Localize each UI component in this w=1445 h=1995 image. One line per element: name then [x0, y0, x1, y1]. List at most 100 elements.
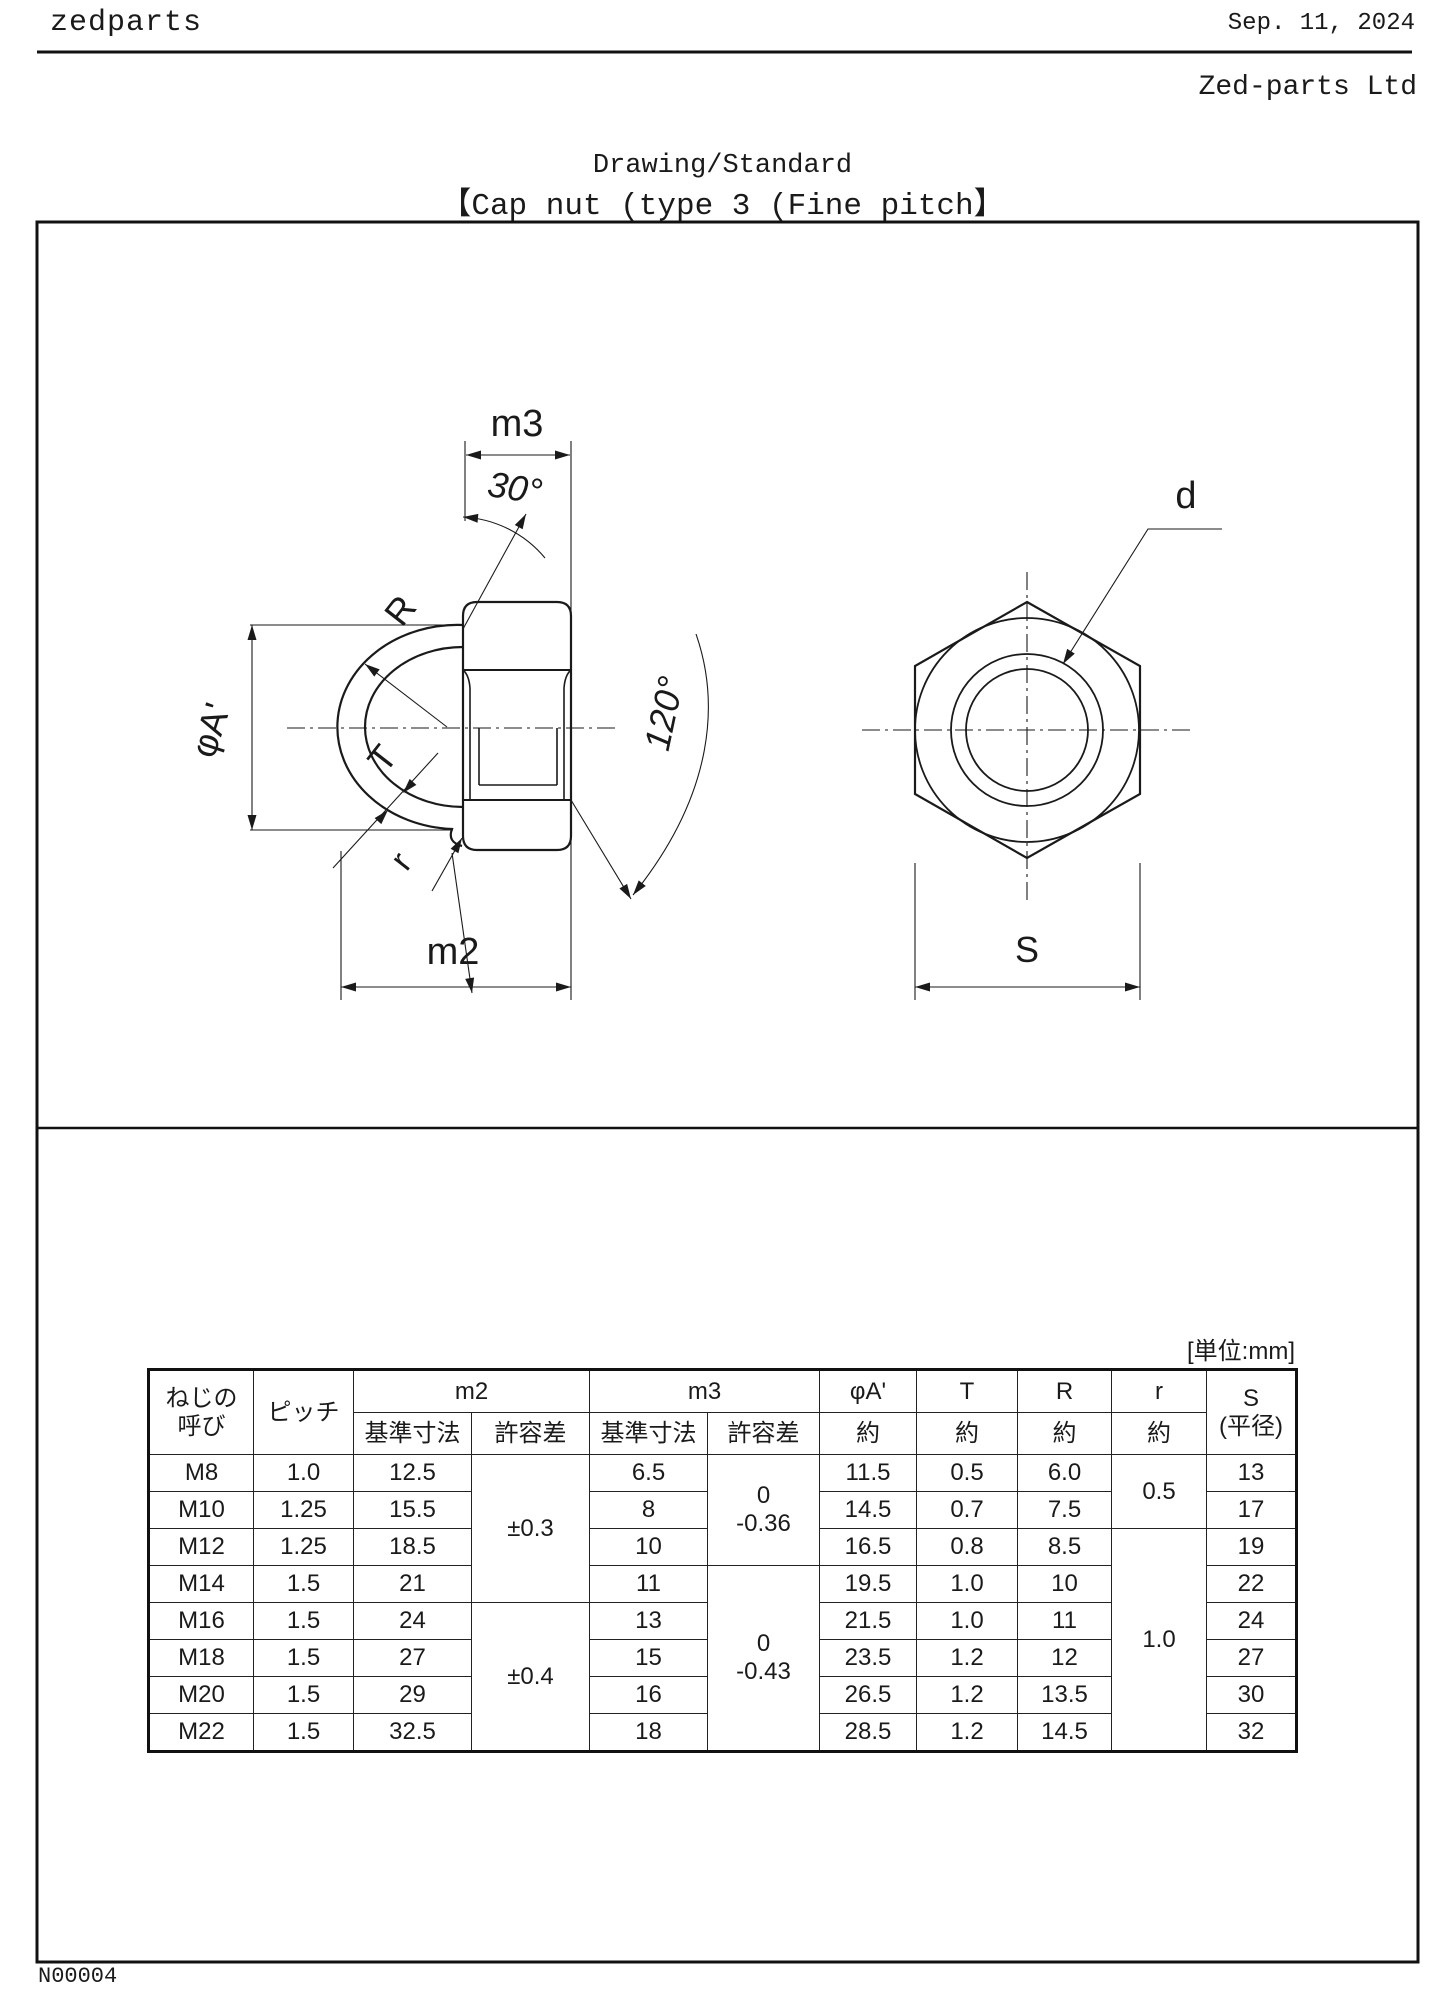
table-cell: 32.5: [353, 1713, 472, 1752]
table-cell: 11: [1017, 1602, 1112, 1640]
label-S: S: [1015, 929, 1039, 970]
table-cell: M20: [148, 1676, 254, 1714]
table-cell: 1.5: [253, 1676, 354, 1714]
table-cell: 1.0: [916, 1602, 1018, 1640]
label-phiA: φA': [182, 698, 238, 762]
table-cell: m2: [353, 1369, 590, 1413]
page-subtitle: Drawing/Standard: [592, 151, 853, 181]
table-cell: 基準寸法: [589, 1412, 708, 1455]
table-cell: ±0.4: [471, 1602, 590, 1752]
company-name: Zed-parts Ltd: [1198, 72, 1417, 103]
table-cell: 18.5: [353, 1528, 472, 1566]
table-cell: 1.0: [1111, 1528, 1207, 1752]
label-30deg: 30°: [485, 463, 545, 512]
cap-nut-side-view: [287, 600, 618, 852]
table-cell: 1.5: [253, 1639, 354, 1677]
dome-inner-profile: [363, 645, 464, 809]
table-row: 基準寸法許容差基準寸法許容差約約約約: [149, 1412, 1297, 1455]
table-cell: 基準寸法: [353, 1412, 472, 1455]
table-cell: 約: [819, 1412, 917, 1455]
table-cell: ±0.3: [471, 1454, 590, 1603]
title-block: Drawing/Standard 【Cap nut (type 3 (Fine …: [0, 150, 1445, 227]
table-cell: 21: [353, 1565, 472, 1603]
hexagon-outline: [913, 600, 1142, 860]
table-cell: 22: [1206, 1565, 1297, 1603]
table-cell: 1.0: [916, 1565, 1018, 1603]
table-cell: 約: [1111, 1412, 1207, 1455]
table-cell: 24: [353, 1602, 472, 1640]
table-cell: m3: [589, 1369, 820, 1413]
page-date: Sep. 11, 2024: [1227, 10, 1415, 37]
table-cell: 約: [1017, 1412, 1112, 1455]
table-cell: 14.5: [1017, 1713, 1112, 1752]
table-cell: 24: [1206, 1602, 1297, 1640]
thread-minor-circle: [965, 668, 1089, 792]
thread-hole-lines: [478, 728, 558, 786]
table-cell: S (平径): [1206, 1369, 1297, 1455]
table-cell: 許容差: [471, 1412, 590, 1455]
table-cell: 27: [1206, 1639, 1297, 1677]
table-cell: 1.5: [253, 1602, 354, 1640]
drawing-frame: [35, 220, 1420, 1964]
table-cell: ねじの 呼び: [148, 1369, 254, 1455]
dimension-arrows: [247, 450, 1140, 993]
table-cell: M16: [148, 1602, 254, 1640]
table-cell: 16: [589, 1676, 708, 1714]
facet-curve-left: [462, 669, 471, 800]
table-cell: 12: [1017, 1639, 1112, 1677]
table-cell: 10: [589, 1528, 708, 1566]
table-cell: 1.2: [916, 1639, 1018, 1677]
table-cell: 1.25: [253, 1528, 354, 1566]
label-R: R: [376, 587, 424, 633]
table-cell: 0.7: [916, 1491, 1018, 1529]
table-cell: 13: [589, 1602, 708, 1640]
table-cell: M12: [148, 1528, 254, 1566]
table-cell: 0 -0.43: [707, 1565, 820, 1752]
drawing-labels: m3 30° φA' R T r m2 120° d S: [182, 403, 1196, 973]
table-cell: 21.5: [819, 1602, 917, 1640]
table-cell: 1.2: [916, 1676, 1018, 1714]
dome-outer-profile: [336, 623, 464, 848]
table-cell: 26.5: [819, 1676, 917, 1714]
table-cell: 0.8: [916, 1528, 1018, 1566]
table-cell: 8.5: [1017, 1528, 1112, 1566]
table-cell: M8: [148, 1454, 254, 1492]
table-cell: 14.5: [819, 1491, 917, 1529]
table-cell: 1.2: [916, 1713, 1018, 1752]
table-cell: 28.5: [819, 1713, 917, 1752]
document-number: N00004: [38, 1964, 118, 1989]
table-cell: 許容差: [707, 1412, 820, 1455]
table-cell: 13: [1206, 1454, 1297, 1492]
table-cell: 27: [353, 1639, 472, 1677]
table-cell: 29: [353, 1676, 472, 1714]
table-cell: 0 -0.36: [707, 1454, 820, 1566]
side-view-dimensions: [250, 441, 709, 1000]
table-cell: 6.5: [589, 1454, 708, 1492]
table-cell: 18: [589, 1713, 708, 1752]
label-120deg: 120°: [636, 673, 692, 754]
table-cell: 8: [589, 1491, 708, 1529]
table-cell: ピッチ: [253, 1369, 354, 1455]
table-cell: M10: [148, 1491, 254, 1529]
table-cell: 11.5: [819, 1454, 917, 1492]
table-cell: 1.25: [253, 1491, 354, 1529]
page-title: 【Cap nut (type 3 (Fine pitch】: [440, 188, 1005, 224]
table-cell: 10: [1017, 1565, 1112, 1603]
top-view-dimensions: [914, 528, 1222, 1000]
unit-note: [単位:mm]: [1187, 1338, 1295, 1365]
table-cell: 1.0: [253, 1454, 354, 1492]
facet-curve-right: [563, 669, 572, 800]
table-cell: 19: [1206, 1528, 1297, 1566]
table-cell: 15: [589, 1639, 708, 1677]
table-cell: 19.5: [819, 1565, 917, 1603]
table-cell: r: [1111, 1369, 1207, 1413]
table-cell: R: [1017, 1369, 1112, 1413]
